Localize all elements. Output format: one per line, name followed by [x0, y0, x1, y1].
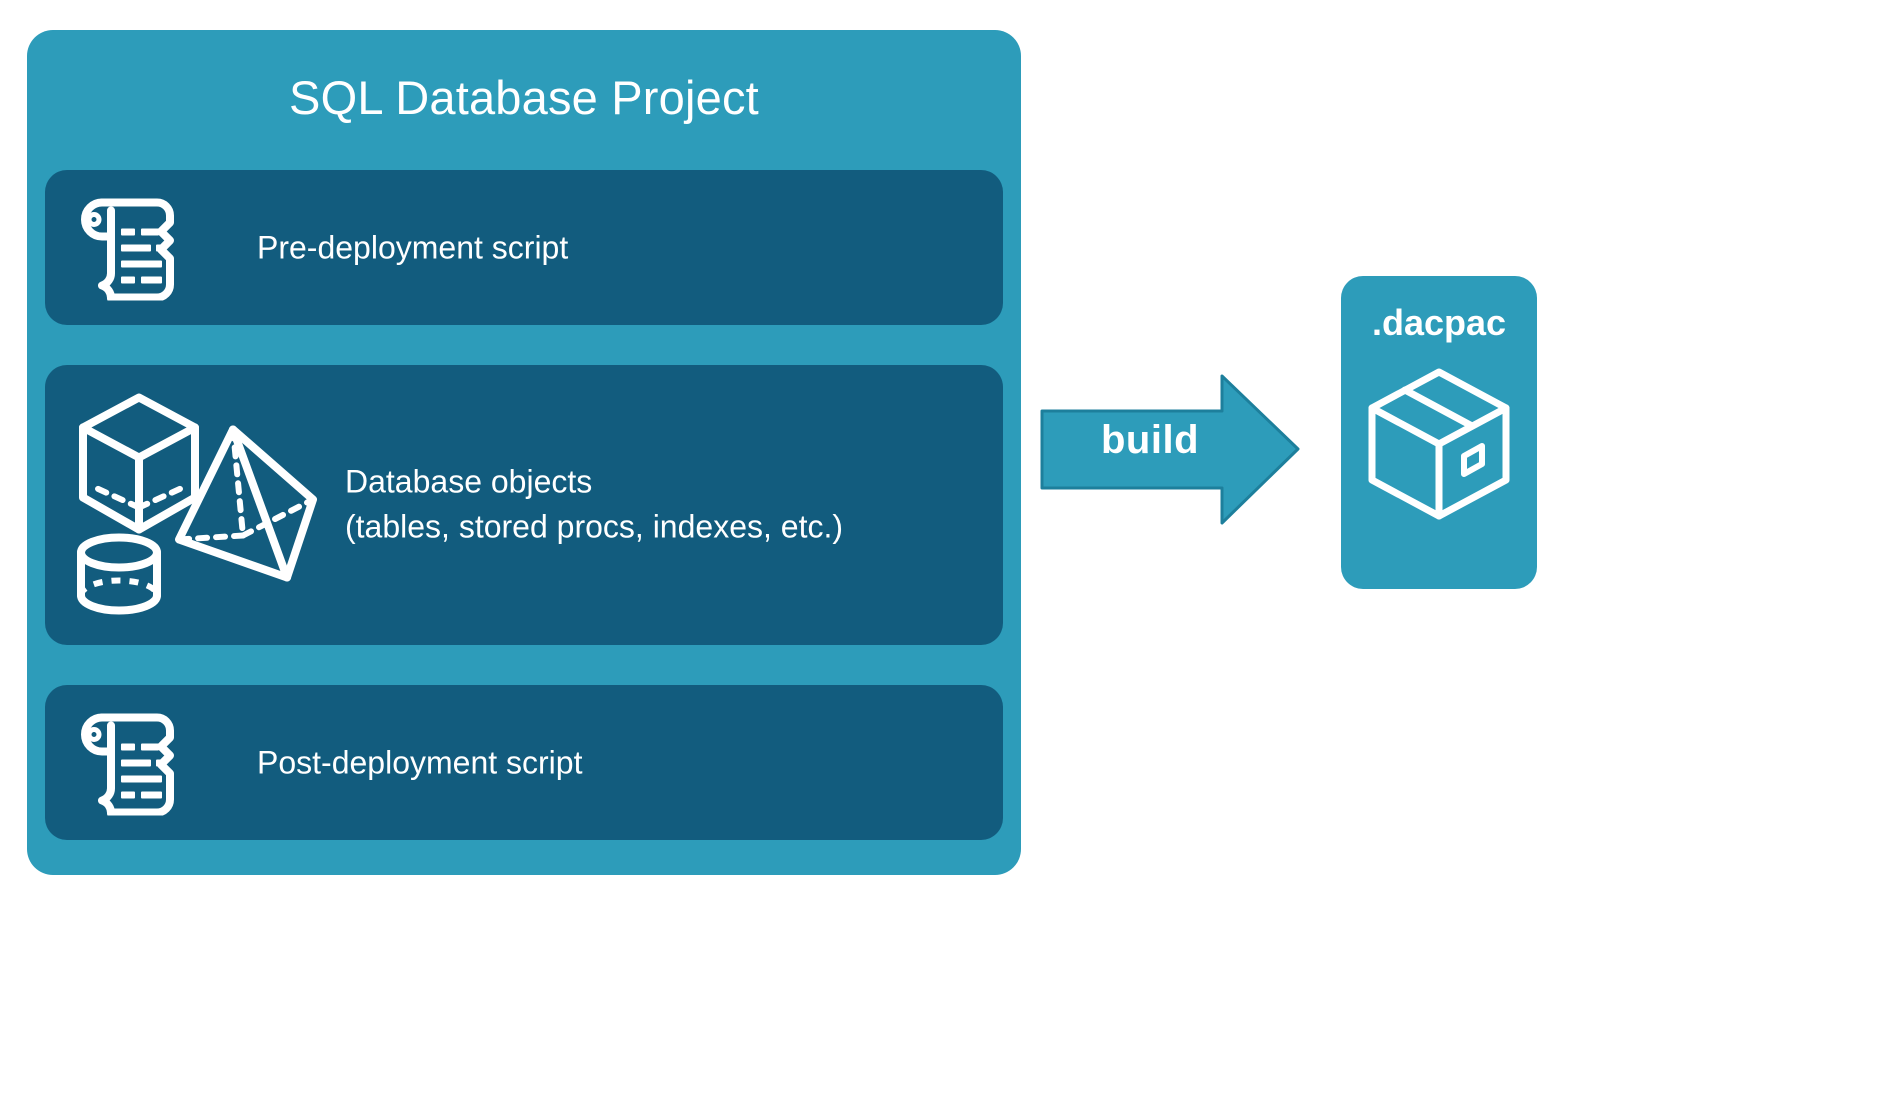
- three-d-shapes-icon: [61, 388, 321, 623]
- row-label-pre-deployment: Pre-deployment script: [257, 228, 569, 265]
- package-box-icon: [1360, 364, 1518, 529]
- dacpac-title: .dacpac: [1371, 302, 1507, 343]
- dacpac-card: .dacpac: [1341, 276, 1537, 589]
- row-label-post-deployment: Post-deployment script: [257, 743, 583, 780]
- project-title: SQL Database Project: [289, 71, 759, 124]
- sql-database-project-card: SQL Database Project: [27, 30, 1021, 875]
- arrow-right-icon: [1040, 372, 1300, 527]
- scroll-icon: [71, 190, 187, 305]
- row-label-database-objects: Database objects (tables, stored procs, …: [345, 463, 843, 545]
- row-pre-deployment-script[interactable]: Pre-deployment script: [45, 170, 1003, 325]
- scroll-icon: [71, 705, 187, 820]
- build-label: build: [1100, 418, 1200, 462]
- row-database-objects[interactable]: Database objects (tables, stored procs, …: [45, 365, 1003, 645]
- row-post-deployment-script[interactable]: Post-deployment script: [45, 685, 1003, 840]
